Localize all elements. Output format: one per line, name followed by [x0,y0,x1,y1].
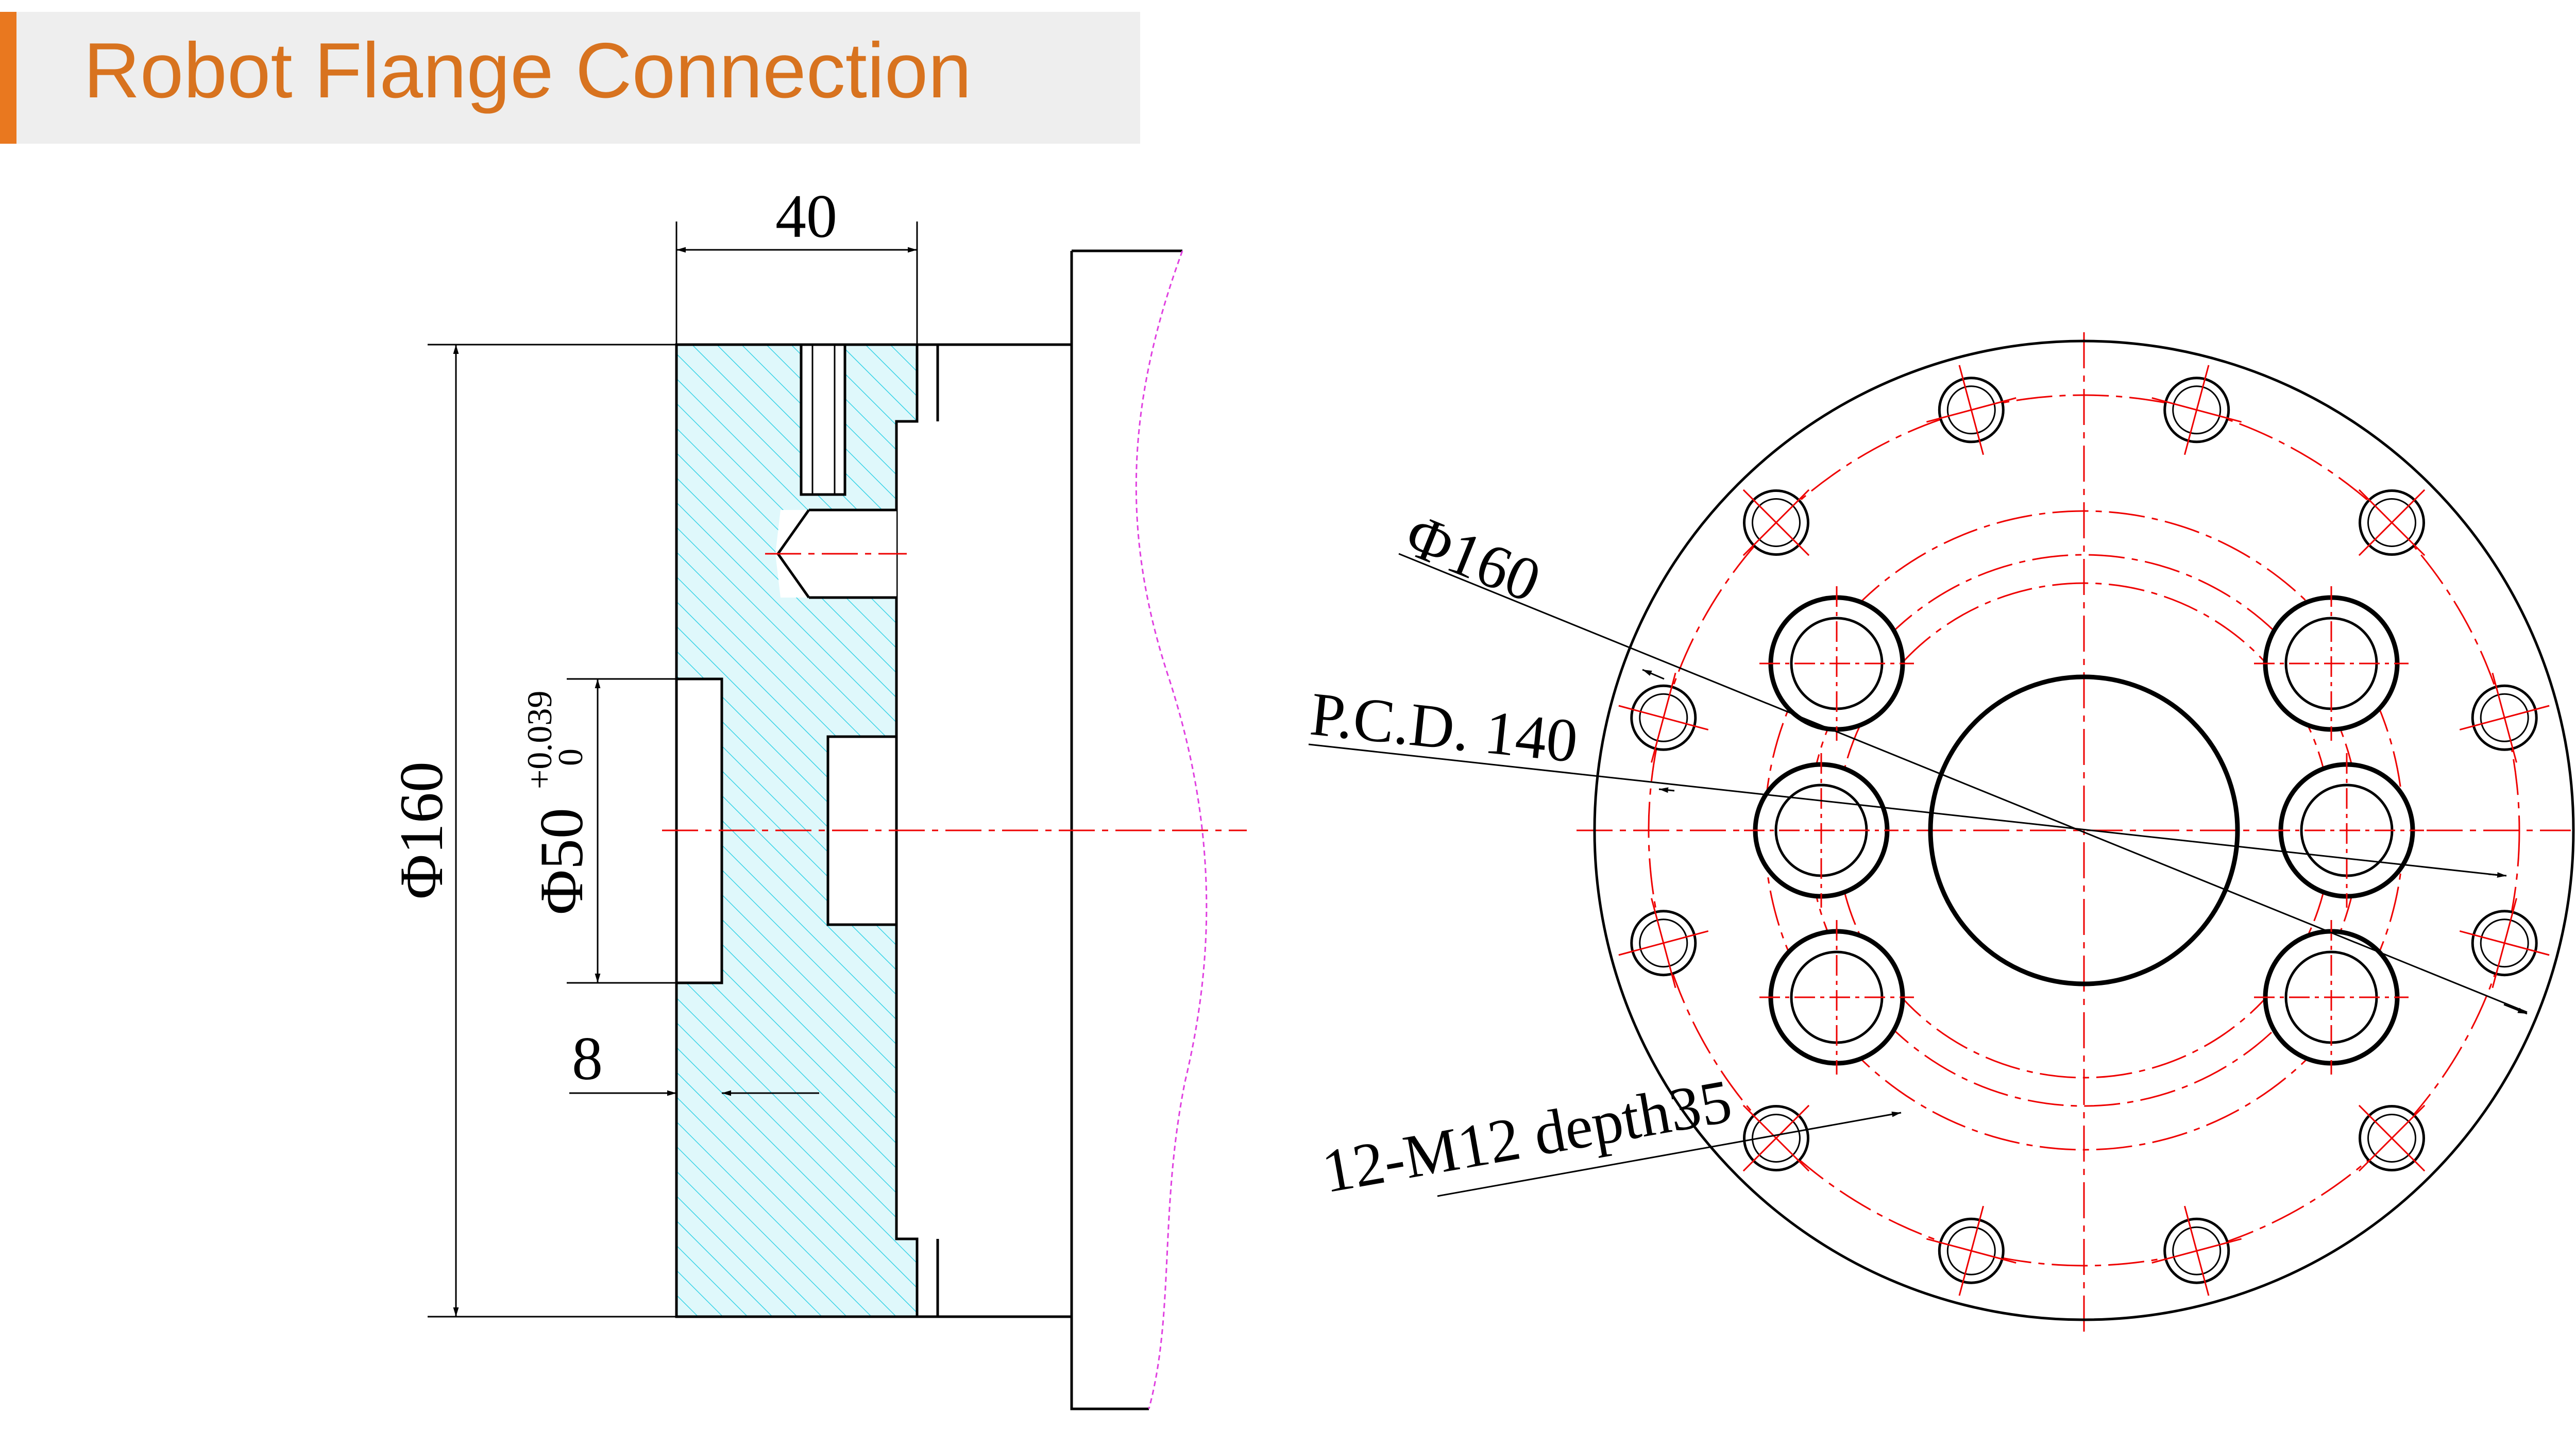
front-outer-diameter-label: Φ160 [1396,500,1550,616]
front-thread-spec-label: 12-M12 depth35 [1317,1066,1736,1205]
counterbored-hole [1759,586,1914,741]
side-centerlines [662,553,1247,831]
bolt-hole [2459,898,2550,989]
bolt-hole [1926,365,2016,455]
page-title: Robot Flange Connection [83,27,972,114]
bolt-hole [1618,898,1709,989]
outer-flange-circle [1593,339,2575,1321]
title-accent-bar [0,12,16,144]
counterbored-holes [1744,586,2424,1075]
side-dimensions [428,222,918,1318]
bolt-hole [2151,365,2242,455]
bolt-hole [2358,1104,2426,1172]
m12-bolt-holes [1618,365,2550,1296]
dim-bore-group: Φ50 +0.039 0 [520,691,596,915]
center-bore [1928,674,2240,986]
counterbored-hole [2254,586,2409,741]
front-leaders [1308,553,2528,1197]
counterbored-hole [2254,920,2409,1075]
bolt-hole [1618,672,1709,763]
dim-diameter-label: Φ160 [387,761,455,899]
dim-bore-tol-upper: +0.039 [520,691,559,789]
bolt-hole [2358,489,2426,556]
title-banner: Robot Flange Connection [0,12,1140,144]
counterbored-hole [1744,753,1899,908]
counterbored-hole [1759,920,1914,1075]
dim-bore-label: Φ50 [527,808,596,915]
bolt-hole [2151,1205,2242,1296]
bolt-hole [1926,1205,2016,1296]
bolt-hole [1742,489,1810,556]
break-line [1135,250,1208,1409]
front-pcd-label: P.C.D. 140 [1307,679,1581,776]
counterbored-hole [2269,753,2424,908]
dim-depth-label: 8 [572,1024,603,1093]
tapped-hole [800,343,846,496]
front-view: Φ160 P.C.D. 140 12-M12 depth35 [1307,332,2575,1334]
bolt-hole [1742,1104,1810,1172]
dim-width-label: 40 [775,182,837,250]
dim-bore-tol-lower: 0 [551,748,590,766]
bolt-hole [2459,672,2550,763]
